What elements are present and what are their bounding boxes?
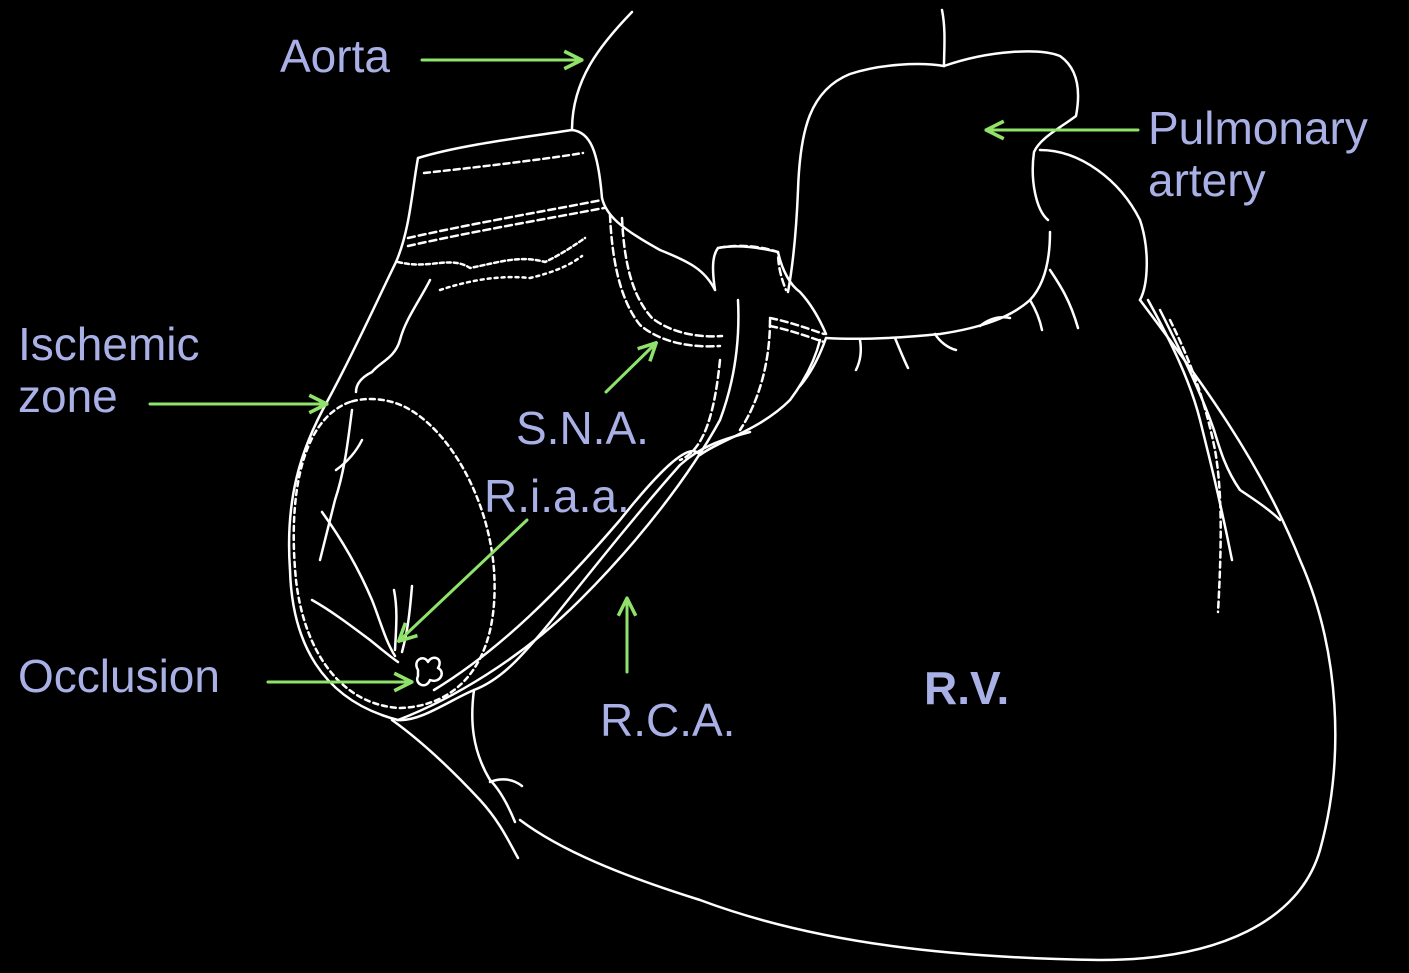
label-sna: S.N.A. bbox=[516, 402, 649, 454]
label-rca: R.C.A. bbox=[600, 694, 735, 746]
label-occlusion: Occlusion bbox=[18, 650, 220, 702]
label-ischemic-line1: Ischemic bbox=[18, 318, 199, 370]
label-pulmonary-line2: artery bbox=[1148, 154, 1266, 206]
label-riaa: R.i.a.a. bbox=[484, 470, 630, 522]
label-ischemic-line2: zone bbox=[18, 370, 118, 422]
label-pulmonary-line1: Pulmonary bbox=[1148, 102, 1368, 154]
label-aorta: Aorta bbox=[280, 30, 390, 82]
label-rv: R.V. bbox=[924, 662, 1009, 714]
